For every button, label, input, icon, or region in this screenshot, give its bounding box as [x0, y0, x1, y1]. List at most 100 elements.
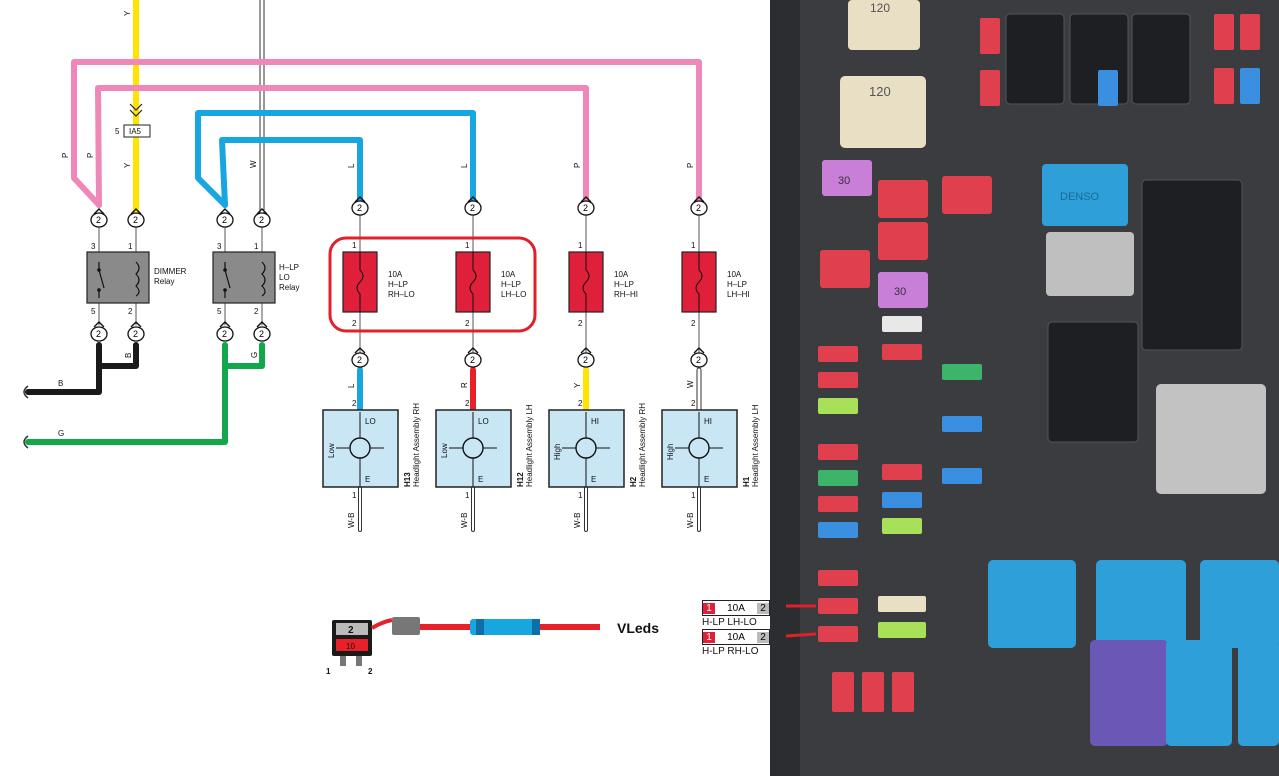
tap-pin-left: 1 — [326, 667, 331, 676]
callout-lh-text: H-LP LH-LO — [702, 617, 770, 628]
headlight-h1: 2 1 HI E High H1 Headlight Assembly LH — [661, 399, 760, 500]
wire-label-below-dimmer: B — [124, 353, 133, 358]
fuse-pin-top: 1 — [465, 241, 470, 250]
hlp-relay-pin-5: 5 — [217, 307, 222, 316]
wire-layer — [25, 0, 702, 532]
connector-circle-pin: 2 — [133, 329, 138, 339]
dimmer-relay-label-2: Relay — [154, 277, 174, 286]
wire-label-blue-rh: L — [347, 163, 356, 168]
wire-blue-lh-lo — [219, 137, 363, 208]
lamp-code: H13 — [403, 472, 412, 487]
connector-circle-pin: 2 — [696, 203, 701, 213]
dimmer-relay-label-1: DIMMER — [154, 267, 187, 276]
callout-lh-pin-left: 1 — [703, 602, 715, 614]
fuse-box-photo: 120 120 30 30 DENSO — [770, 0, 1279, 776]
lamp-side-label: Low — [440, 443, 449, 458]
dimmer-relay-pin-2: 2 — [128, 307, 133, 316]
connector-circle: 2 — [216, 321, 234, 342]
connector-circle-pin: 2 — [583, 355, 588, 365]
fuse-columns — [818, 316, 982, 712]
connector-ia5: IA5 5 — [115, 103, 151, 138]
connector-circle-pin: 2 — [583, 203, 588, 213]
headlight-h13: 2 1 LO E Low H13 Headlight Assembly RH — [322, 399, 421, 500]
top-small-fuses — [980, 14, 1260, 106]
connector-circle-pin: 2 — [222, 329, 227, 339]
wire-black-out — [25, 342, 102, 395]
connector-circle: 2 — [253, 208, 271, 228]
fuse-120-b: 120 — [869, 84, 891, 99]
connector-circle-pin: 2 — [96, 215, 101, 225]
connector-circle: 2 — [464, 347, 482, 368]
tap-lower-value: 10 — [346, 642, 355, 651]
connector-circle-pin: 2 — [357, 355, 362, 365]
fuse-line1: H–LP — [614, 280, 634, 289]
relay-brand: DENSO — [1060, 191, 1100, 203]
wire-label-pink-outer: P — [61, 153, 70, 158]
fuse-line1: H–LP — [388, 280, 408, 289]
wire-label-yellow: Y — [123, 10, 132, 16]
fuse-layer: 1 2 10A H–LP RH–LO 1 2 10A H–LP LH–LO 1 … — [342, 241, 750, 328]
lamp-name: Headlight Assembly LH — [751, 404, 760, 487]
fuse-h-lp-rh-hi: 1 2 10A H–LP RH–HI — [568, 241, 638, 328]
lamp-name: Headlight Assembly RH — [412, 403, 421, 487]
connector-circle: 2 — [253, 321, 271, 342]
lamp-mode: LO — [478, 417, 489, 426]
connector-layer: 2 2 2 2 2 2 2 2 2 2 2 2 2 2 2 2 — [90, 196, 708, 368]
wire-label-white: W — [249, 160, 258, 168]
wire-label-pink-hi-lh: P — [686, 163, 695, 168]
wire-label-black-out: B — [58, 379, 63, 388]
callout-rh-amp: 10A — [715, 631, 757, 643]
hlp-relay-pin-1: 1 — [254, 242, 259, 251]
mid-fuses: 30 30 — [820, 160, 992, 308]
wire-label-lamp-rh-hi: Y — [573, 382, 582, 388]
relays-blocks: DENSO — [988, 164, 1279, 746]
fuse-amp: 10A — [727, 270, 742, 279]
fuse-pin-bottom: 2 — [352, 319, 357, 328]
wire-label-pink-inner: P — [86, 153, 95, 158]
add-a-fuse-tap: 2 10 1 2 VLeds — [326, 617, 659, 676]
lamp-mode: HI — [591, 417, 599, 426]
fuse-line2: RH–LO — [388, 290, 415, 299]
fuse-h-lp-lh-lo: 1 2 10A H–LP LH–LO — [455, 241, 526, 328]
callout-rh-pin-right: 2 — [757, 631, 769, 643]
callout-lh-pin-right: 2 — [757, 602, 769, 614]
connector-circle-pin: 2 — [259, 329, 264, 339]
fuse-amp: 10A — [501, 270, 516, 279]
connector-ia5-label: IA5 — [129, 127, 142, 136]
fuse-line1: H–LP — [727, 280, 747, 289]
hlp-relay-label-1: H–LP — [279, 263, 299, 272]
hlp-relay-label-2: LO — [279, 273, 290, 282]
wire-label-yellow-2: Y — [123, 162, 132, 168]
lamp-side-label: High — [666, 444, 675, 460]
connector-circle: 2 — [351, 347, 369, 368]
connector-circle-pin: 2 — [357, 203, 362, 213]
callout-lh-amp: 10A — [715, 602, 757, 614]
dimmer-relay: 3 1 5 2 DIMMER Relay — [86, 242, 187, 316]
fuse-line2: LH–LO — [501, 290, 526, 299]
lamp-pin-top: 2 — [352, 399, 357, 408]
lamp-e: E — [704, 475, 709, 484]
hlp-relay-pin-2: 2 — [254, 307, 259, 316]
wire-label-pink-hi-rh: P — [573, 163, 582, 168]
fuse-line1: H–LP — [501, 280, 521, 289]
wire-end-black — [23, 385, 29, 399]
wire-label-ground-4: W-B — [686, 513, 695, 528]
connector-circle: 2 — [690, 347, 708, 368]
wire-label-below-hlp: G — [250, 352, 259, 358]
connector-circle: 2 — [90, 208, 108, 228]
fuse-pin-top: 1 — [352, 241, 357, 250]
lamp-pin-bottom: 1 — [578, 491, 583, 500]
fuse-pin-bottom: 2 — [465, 319, 470, 328]
tap-output-label: VLeds — [617, 620, 659, 636]
wire-label-green-out: G — [58, 429, 64, 438]
wire-label-blue-lh: L — [460, 163, 469, 168]
fuse-amp: 10A — [614, 270, 629, 279]
wire-label-lamp-lh-hi: W — [686, 380, 695, 388]
headlight-h2: 2 1 HI E High H2 Headlight Assembly RH — [548, 399, 647, 500]
fuse-h-lp-rh-lo: 1 2 10A H–LP RH–LO — [342, 241, 415, 328]
lamp-name: Headlight Assembly LH — [525, 404, 534, 487]
connector-ia5-pin: 5 — [115, 127, 120, 136]
dimmer-relay-pin-5: 5 — [91, 307, 96, 316]
connector-circle-pin: 2 — [470, 203, 475, 213]
wire-label-lamp-lh-lo: R — [460, 382, 469, 388]
